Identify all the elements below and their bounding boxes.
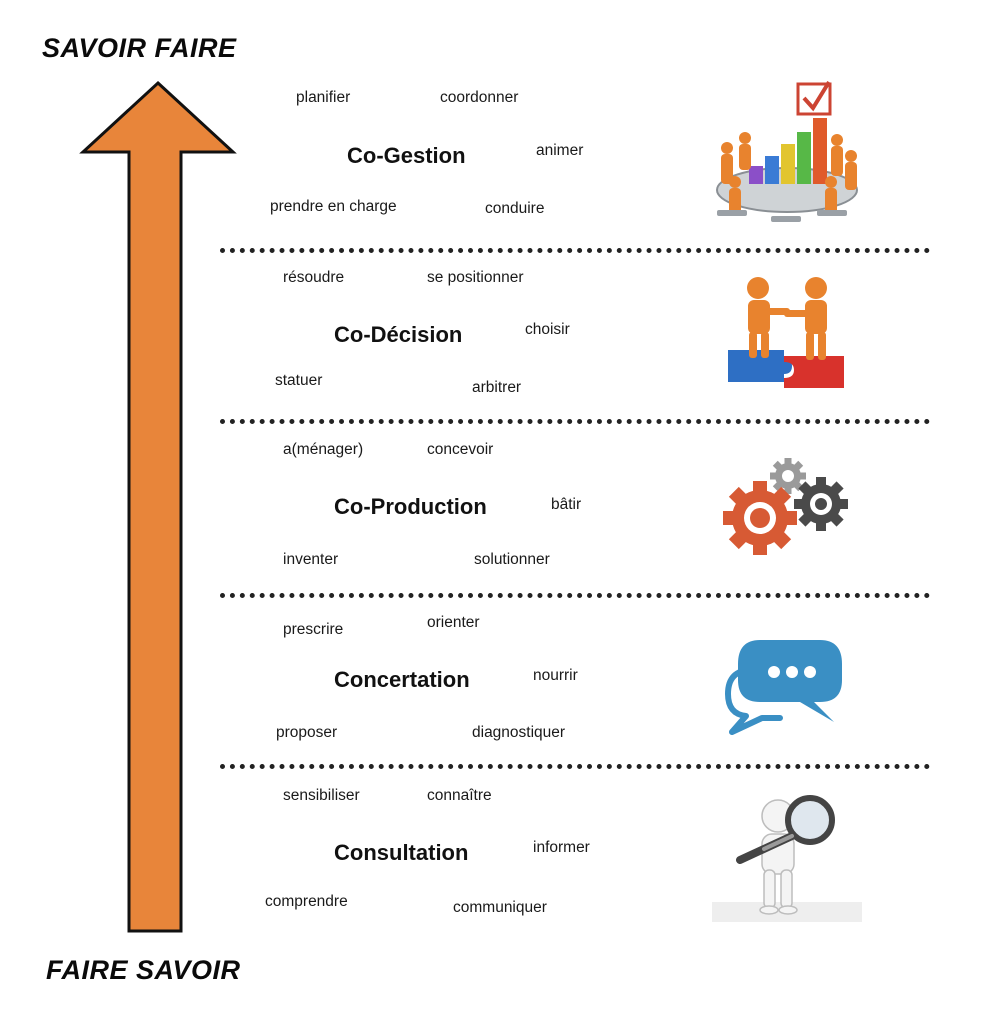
verb-label: conduire — [485, 200, 545, 217]
verb-label: solutionner — [474, 551, 550, 568]
verb-label: connaître — [427, 787, 492, 804]
verb-label: nourrir — [533, 667, 578, 684]
verb-label: planifier — [296, 89, 351, 106]
verb-label: se positionner — [427, 269, 524, 286]
speech-bubbles-icon — [725, 640, 842, 735]
level-title: Co-Gestion — [347, 143, 466, 168]
verb-label: orienter — [427, 614, 480, 631]
verb-label: proposer — [276, 724, 338, 741]
verb-label: résoudre — [283, 269, 345, 286]
magnifier-person-icon — [712, 795, 862, 922]
verb-label: animer — [536, 142, 584, 159]
verb-label: coordonner — [440, 89, 519, 106]
level-title: Consultation — [334, 840, 469, 865]
verb-label: communiquer — [453, 899, 547, 916]
verb-label: comprendre — [265, 893, 348, 910]
verb-label: arbitrer — [472, 379, 522, 396]
verb-label: diagnostiquer — [472, 724, 566, 741]
verb-label: bâtir — [551, 496, 582, 513]
verb-label: sensibiliser — [283, 787, 360, 804]
level-title: Co-Production — [334, 494, 487, 519]
section-divider — [220, 248, 930, 253]
verb-label: inventer — [283, 551, 339, 568]
verb-label: a(ménager) — [283, 441, 364, 458]
progression-arrow-icon — [79, 80, 237, 933]
verb-label: prendre en charge — [270, 198, 397, 215]
meeting-chart-icon — [716, 80, 858, 222]
section-divider — [220, 593, 930, 598]
top-label: SAVOIR FAIRE — [42, 33, 237, 63]
bottom-label: FAIRE SAVOIR — [46, 955, 241, 985]
verb-label: informer — [533, 839, 590, 856]
verb-label: statuer — [275, 372, 323, 389]
handshake-puzzle-icon — [728, 277, 844, 388]
section-divider — [220, 419, 930, 424]
section-divider — [220, 764, 930, 769]
verb-label: choisir — [525, 321, 570, 338]
level-title: Concertation — [334, 667, 470, 692]
gears-icon — [723, 458, 848, 555]
verb-label: prescrire — [283, 621, 344, 638]
level-title: Co-Décision — [334, 322, 463, 347]
verb-label: concevoir — [427, 441, 494, 458]
